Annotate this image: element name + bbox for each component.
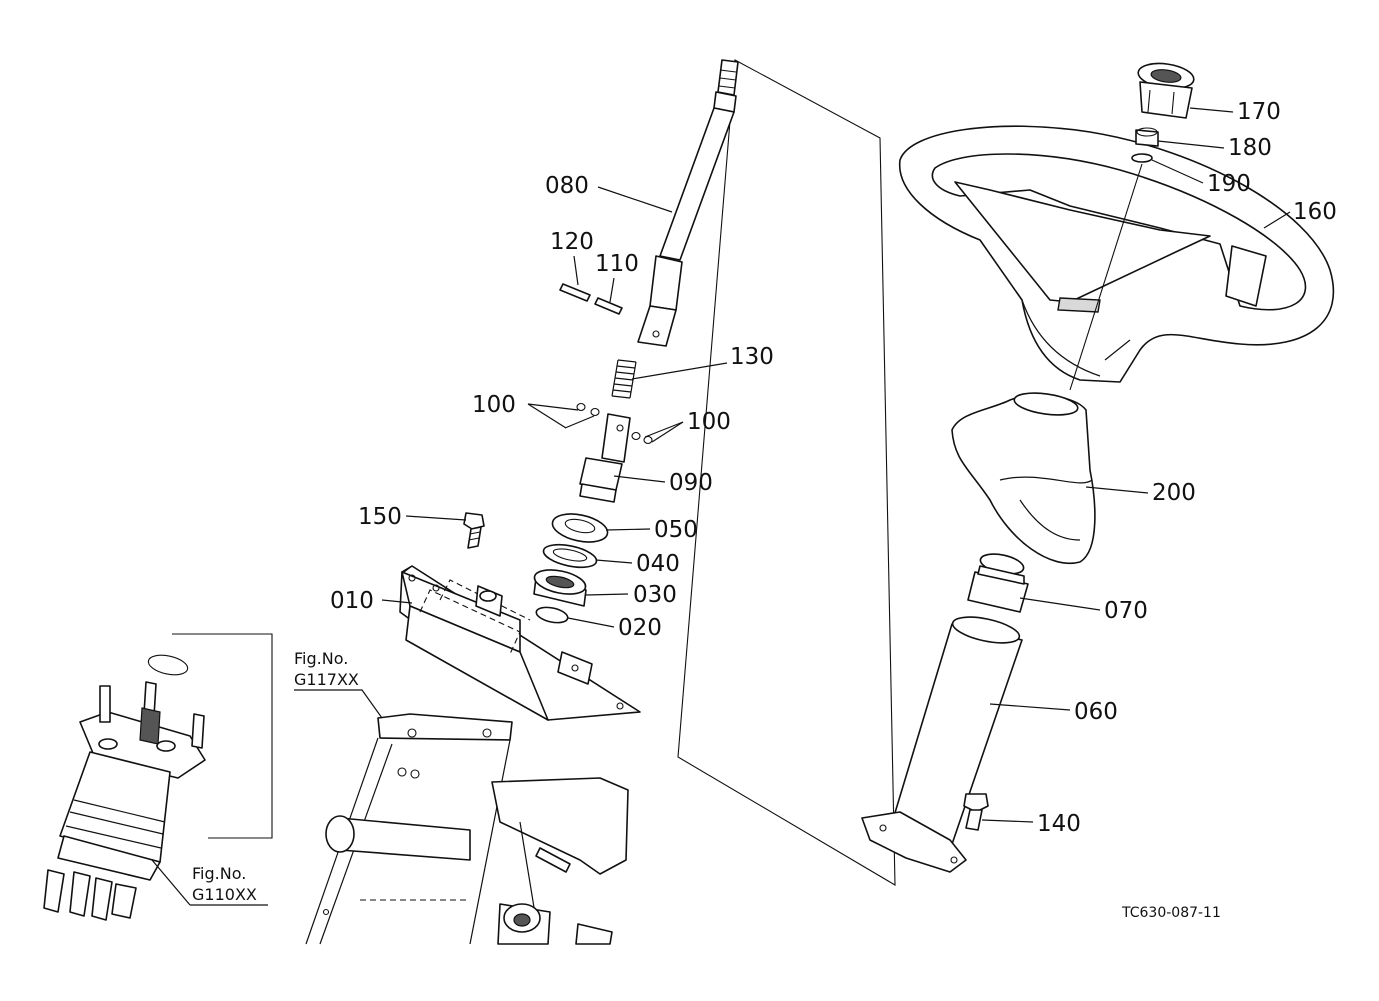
- drawing-code: TC630-087-11: [1121, 905, 1221, 921]
- label-100-left: 100: [472, 392, 516, 418]
- snap-ring-drawing: [535, 606, 569, 624]
- label-060: 060: [1074, 699, 1118, 725]
- center-cap-drawing: [1137, 62, 1195, 119]
- frame-drawing: [305, 713, 629, 945]
- label-080: 080: [545, 173, 589, 199]
- label-160: 160: [1293, 199, 1337, 225]
- spacer-ring-drawing: [542, 543, 598, 569]
- bearing-drawing: [533, 569, 587, 607]
- steering-shaft-drawing: [637, 59, 739, 347]
- figure-references: Fig.No. G117XX Fig.No. G110XX: [192, 649, 359, 904]
- seal-drawing: [551, 513, 609, 543]
- label-130: 130: [730, 344, 774, 370]
- label-100-right: 100: [687, 409, 731, 435]
- column-bolt-drawing: [963, 793, 989, 831]
- part-labels: 080 120 110 130 100 100 090 150 050 040 …: [330, 99, 1337, 837]
- fig-ref-g117-code: G117XX: [294, 670, 359, 689]
- pins-drawing: [559, 283, 623, 315]
- label-180: 180: [1228, 135, 1272, 161]
- label-070: 070: [1104, 598, 1148, 624]
- column-cover-drawing: [951, 392, 1096, 565]
- label-050: 050: [654, 517, 698, 543]
- label-090: 090: [669, 470, 713, 496]
- label-190: 190: [1207, 171, 1251, 197]
- bracket-plate-drawing: [399, 565, 641, 721]
- label-030: 030: [633, 582, 677, 608]
- fig-ref-g110-code: G110XX: [192, 885, 257, 904]
- fig-ref-g117-prefix: Fig.No.: [294, 649, 348, 668]
- hydraulic-unit-drawing: [43, 633, 273, 921]
- label-120: 120: [550, 229, 594, 255]
- nut-drawing: [1135, 127, 1159, 147]
- label-110: 110: [595, 251, 639, 277]
- label-150: 150: [358, 504, 402, 530]
- label-170: 170: [1237, 99, 1281, 125]
- leader-lines: [151, 107, 1291, 906]
- steering-wheel-drawing: [898, 125, 1335, 383]
- label-200: 200: [1152, 480, 1196, 506]
- bracket-bolt-drawing: [463, 512, 485, 549]
- label-010: 010: [330, 588, 374, 614]
- bushing-drawing: [967, 553, 1029, 613]
- o-rings-drawing: [576, 402, 653, 445]
- fig-ref-g110-prefix: Fig.No.: [192, 864, 246, 883]
- coupling-shaft-drawing: [579, 413, 631, 503]
- assembly-frame: [677, 59, 896, 886]
- column-tube-drawing: [861, 616, 1023, 873]
- washer-drawing: [1131, 153, 1153, 163]
- assembly-axis: [1069, 163, 1143, 391]
- spring-drawing: [611, 359, 637, 399]
- label-040: 040: [636, 551, 680, 577]
- label-140: 140: [1037, 811, 1081, 837]
- label-020: 020: [618, 615, 662, 641]
